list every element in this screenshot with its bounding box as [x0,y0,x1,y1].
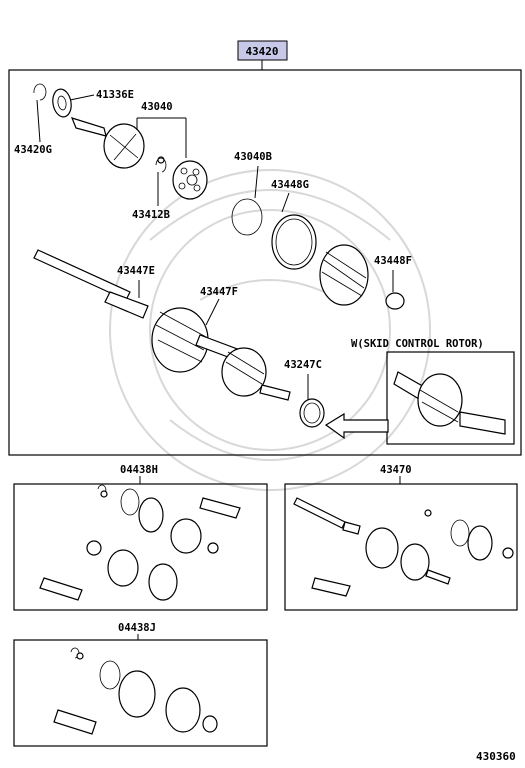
label-43447E[interactable]: 43447E [117,265,155,277]
label-43040[interactable]: 43040 [141,101,173,113]
main-part-callout[interactable]: 43420 [237,40,288,70]
label-43040B[interactable]: 43040B [234,151,272,163]
kit-label-43470[interactable]: 43470 [380,464,412,476]
inset-arrow [324,412,389,440]
skid-control-joint[interactable] [393,371,506,435]
kit-box-04438J [13,639,268,747]
label-43412B[interactable]: 43412B [132,209,170,221]
main-assembly-frame [8,69,522,456]
skid-control-inset-frame [386,351,515,445]
kit-43470-parts [293,497,514,597]
leader-lines [36,94,394,400]
kit-label-04438J[interactable]: 04438J [118,622,156,634]
kit-label-04438H[interactable]: 04438H [120,464,158,476]
label-43420G[interactable]: 43420G [14,144,52,156]
outer-joint-group[interactable] [33,83,208,200]
diagram-code: 430360 [476,750,516,763]
kit-box-43470 [284,483,518,611]
skid-control-label: W(SKID CONTROL ROTOR) [351,338,484,350]
boot-clamps-upper[interactable] [231,198,405,310]
label-43247C[interactable]: 43247C [284,359,322,371]
kit-04438J-parts [53,647,218,735]
label-43448G[interactable]: 43448G [271,179,309,191]
main-part-number: 43420 [245,45,278,58]
label-41336E[interactable]: 41336E [96,89,134,101]
label-43447F[interactable]: 43447F [200,286,238,298]
label-43448F[interactable]: 43448F [374,255,412,267]
kit-04438H-parts [39,484,241,601]
drive-shaft[interactable] [33,249,325,428]
